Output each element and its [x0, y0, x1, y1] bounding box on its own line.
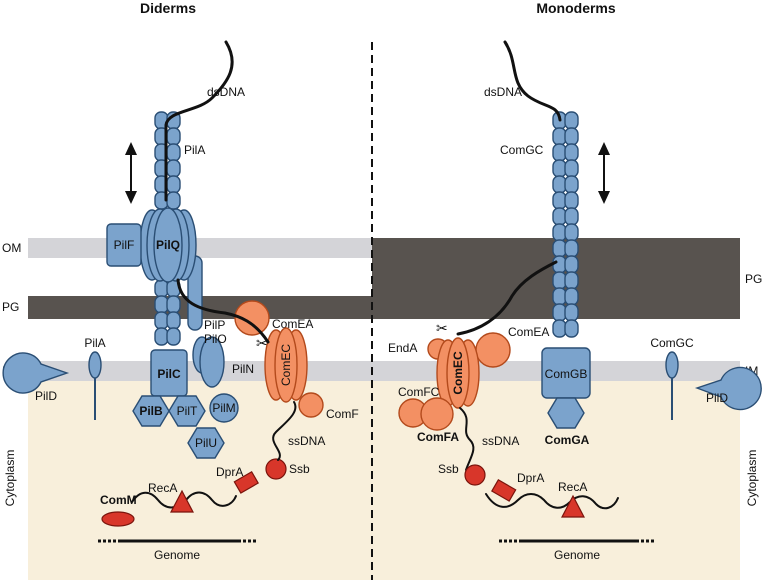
scissors-icon-left: ✂	[256, 335, 268, 351]
diderm-system: PilQ PilF PilM PilC PilB PilT PilU PilA …	[2, 40, 359, 562]
label-dsdna-left: dsDNA	[207, 85, 245, 99]
pilc-box	[150, 349, 188, 397]
label-om: OM	[2, 241, 21, 255]
label-pg-right: PG	[745, 272, 762, 286]
dpra-box-right	[491, 478, 517, 502]
label-pilf: PilF	[114, 238, 135, 252]
pilq-secretin	[139, 207, 197, 283]
pilu-hexagon	[187, 427, 225, 459]
outer-membrane-band	[28, 238, 372, 258]
label-comga: ComGA	[545, 433, 590, 447]
label-reca-left: RecA	[148, 481, 177, 495]
label-pilp: PilP	[204, 318, 225, 332]
comf-circle	[298, 392, 324, 418]
dpra-box-left	[233, 470, 259, 494]
pild-pacman	[2, 352, 70, 394]
comea-circle-left	[234, 300, 270, 336]
scissors-icon-right: ✂	[436, 320, 448, 336]
label-comm: ComM	[100, 493, 137, 507]
label-pild-right: PilD	[706, 391, 728, 405]
comea-circle-right	[475, 332, 511, 368]
label-comgc-im: ComGC	[650, 336, 694, 350]
pilf-box	[106, 223, 142, 267]
comec-channel-left	[264, 327, 308, 403]
label-comf: ComF	[326, 407, 359, 421]
label-pilu: PilU	[195, 436, 217, 450]
label-dsdna-right: dsDNA	[484, 85, 522, 99]
retraction-arrow-right	[598, 142, 610, 204]
label-pilt: PilT	[177, 404, 198, 418]
label-cytoplasm-right: Cytoplasm	[745, 450, 759, 507]
label-ssb-right: Ssb	[438, 462, 459, 476]
label-pila-pilus: PilA	[184, 143, 205, 157]
reca-triangle-right	[561, 494, 585, 518]
piln-ellipse	[199, 336, 225, 388]
comm-ellipse	[101, 511, 135, 527]
label-reca-right: RecA	[558, 480, 587, 494]
ssb-circle-right	[464, 464, 486, 486]
label-dpra-right: DprA	[517, 471, 544, 485]
title-diderms: Diderms	[140, 0, 196, 16]
label-comgc-pilus: ComGC	[500, 143, 544, 157]
comgc-pilus	[552, 111, 579, 338]
ssb-circle-left	[265, 458, 287, 480]
label-comfa: ComFA	[417, 430, 459, 444]
dsdna-periplasm-left	[176, 278, 270, 344]
dsdna-strand-left	[164, 40, 234, 202]
label-pilo: PilO	[204, 332, 227, 346]
pila-im-pin	[88, 351, 102, 420]
title-monoderms: Monoderms	[536, 0, 616, 16]
pilm-circle	[209, 393, 239, 423]
monoderm-system: ComGB ComGA ComEA EndA ✂ ComEC ComFC Com…	[388, 40, 762, 562]
comgc-im-pin	[665, 351, 679, 420]
comec-channel-right	[436, 337, 480, 409]
label-comfc: ComFC	[398, 385, 440, 399]
label-pg-left: PG	[2, 300, 19, 314]
comga-hexagon	[547, 397, 585, 429]
dsdna-cellwall-right	[456, 260, 558, 336]
ssdna-strand-left	[272, 401, 297, 461]
label-piln: PilN	[232, 362, 254, 376]
genome-strand-right	[485, 493, 619, 510]
label-cytoplasm-left: Cytoplasm	[3, 450, 17, 507]
pilb-hexagon	[132, 395, 170, 427]
label-comea-right: ComEA	[508, 325, 549, 339]
label-dpra-left: DprA	[216, 465, 243, 479]
reca-triangle-left	[170, 489, 194, 513]
label-pila-im: PilA	[84, 336, 105, 350]
label-pilm: PilM	[212, 401, 235, 415]
label-pilq: PilQ	[156, 238, 180, 252]
label-genome-left: Genome	[154, 548, 200, 562]
label-pild: PilD	[35, 389, 57, 403]
retraction-arrow-left	[125, 142, 137, 204]
label-comgb: ComGB	[545, 367, 588, 381]
pilt-hexagon	[168, 395, 206, 427]
label-comec-left: ComEC	[279, 344, 293, 386]
label-pilb: PilB	[139, 404, 163, 418]
label-enda: EndA	[388, 341, 417, 355]
label-comea-left: ComEA	[272, 317, 313, 331]
label-genome-right: Genome	[554, 548, 600, 562]
label-comec-right: ComEC	[451, 351, 465, 395]
label-ssdna-right: ssDNA	[482, 434, 519, 448]
comfa-circle	[420, 397, 454, 431]
label-pilc: PilC	[157, 367, 181, 381]
label-ssb-left: Ssb	[289, 462, 310, 476]
ssdna-strand-right	[459, 407, 475, 471]
label-ssdna-left: ssDNA	[288, 434, 325, 448]
pild-pacman-right	[694, 366, 762, 411]
dsdna-strand-right	[503, 40, 562, 122]
